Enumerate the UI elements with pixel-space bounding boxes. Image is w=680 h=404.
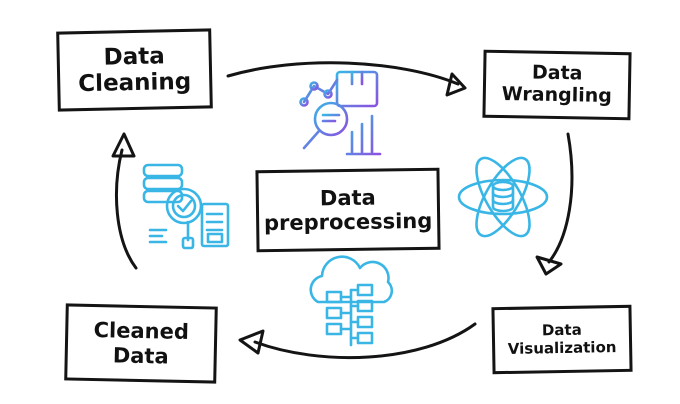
node-cleaned-data: Cleaned Data xyxy=(64,303,218,384)
node-cleaned-data-line2: Data xyxy=(112,342,169,369)
node-data-visualization-line2: Visualization xyxy=(507,337,617,358)
node-data-wrangling: Data Wrangling xyxy=(482,49,632,121)
node-data-visualization-line1: Data xyxy=(541,320,582,340)
node-data-cleaning-line1: Data xyxy=(103,42,166,71)
node-data-wrangling-line2: Wrangling xyxy=(501,83,613,107)
node-data-wrangling-line1: Data xyxy=(531,61,583,85)
node-data-preprocessing-line2: preprocessing xyxy=(263,208,433,236)
node-cleaned-data-line1: Cleaned xyxy=(93,318,190,345)
node-data-preprocessing-line1: Data xyxy=(319,185,376,211)
database-audit-icon xyxy=(142,163,230,250)
analytics-search-icon xyxy=(299,70,382,156)
arrow-cleaned-to-cleaning xyxy=(111,132,138,270)
arrow-wrangling-to-visualization xyxy=(535,132,574,276)
node-data-preprocessing: Data preprocessing xyxy=(255,167,441,253)
node-data-visualization: Data Visualization xyxy=(491,304,633,375)
cloud-server-icon xyxy=(309,255,394,347)
node-data-cleaning-line2: Cleaning xyxy=(78,68,192,98)
arrow-cleaning-to-wrangling xyxy=(226,61,467,97)
node-data-cleaning: Data Cleaning xyxy=(56,28,213,112)
atom-database-icon xyxy=(457,156,549,238)
arrow-visualization-to-cleaned xyxy=(238,322,477,360)
